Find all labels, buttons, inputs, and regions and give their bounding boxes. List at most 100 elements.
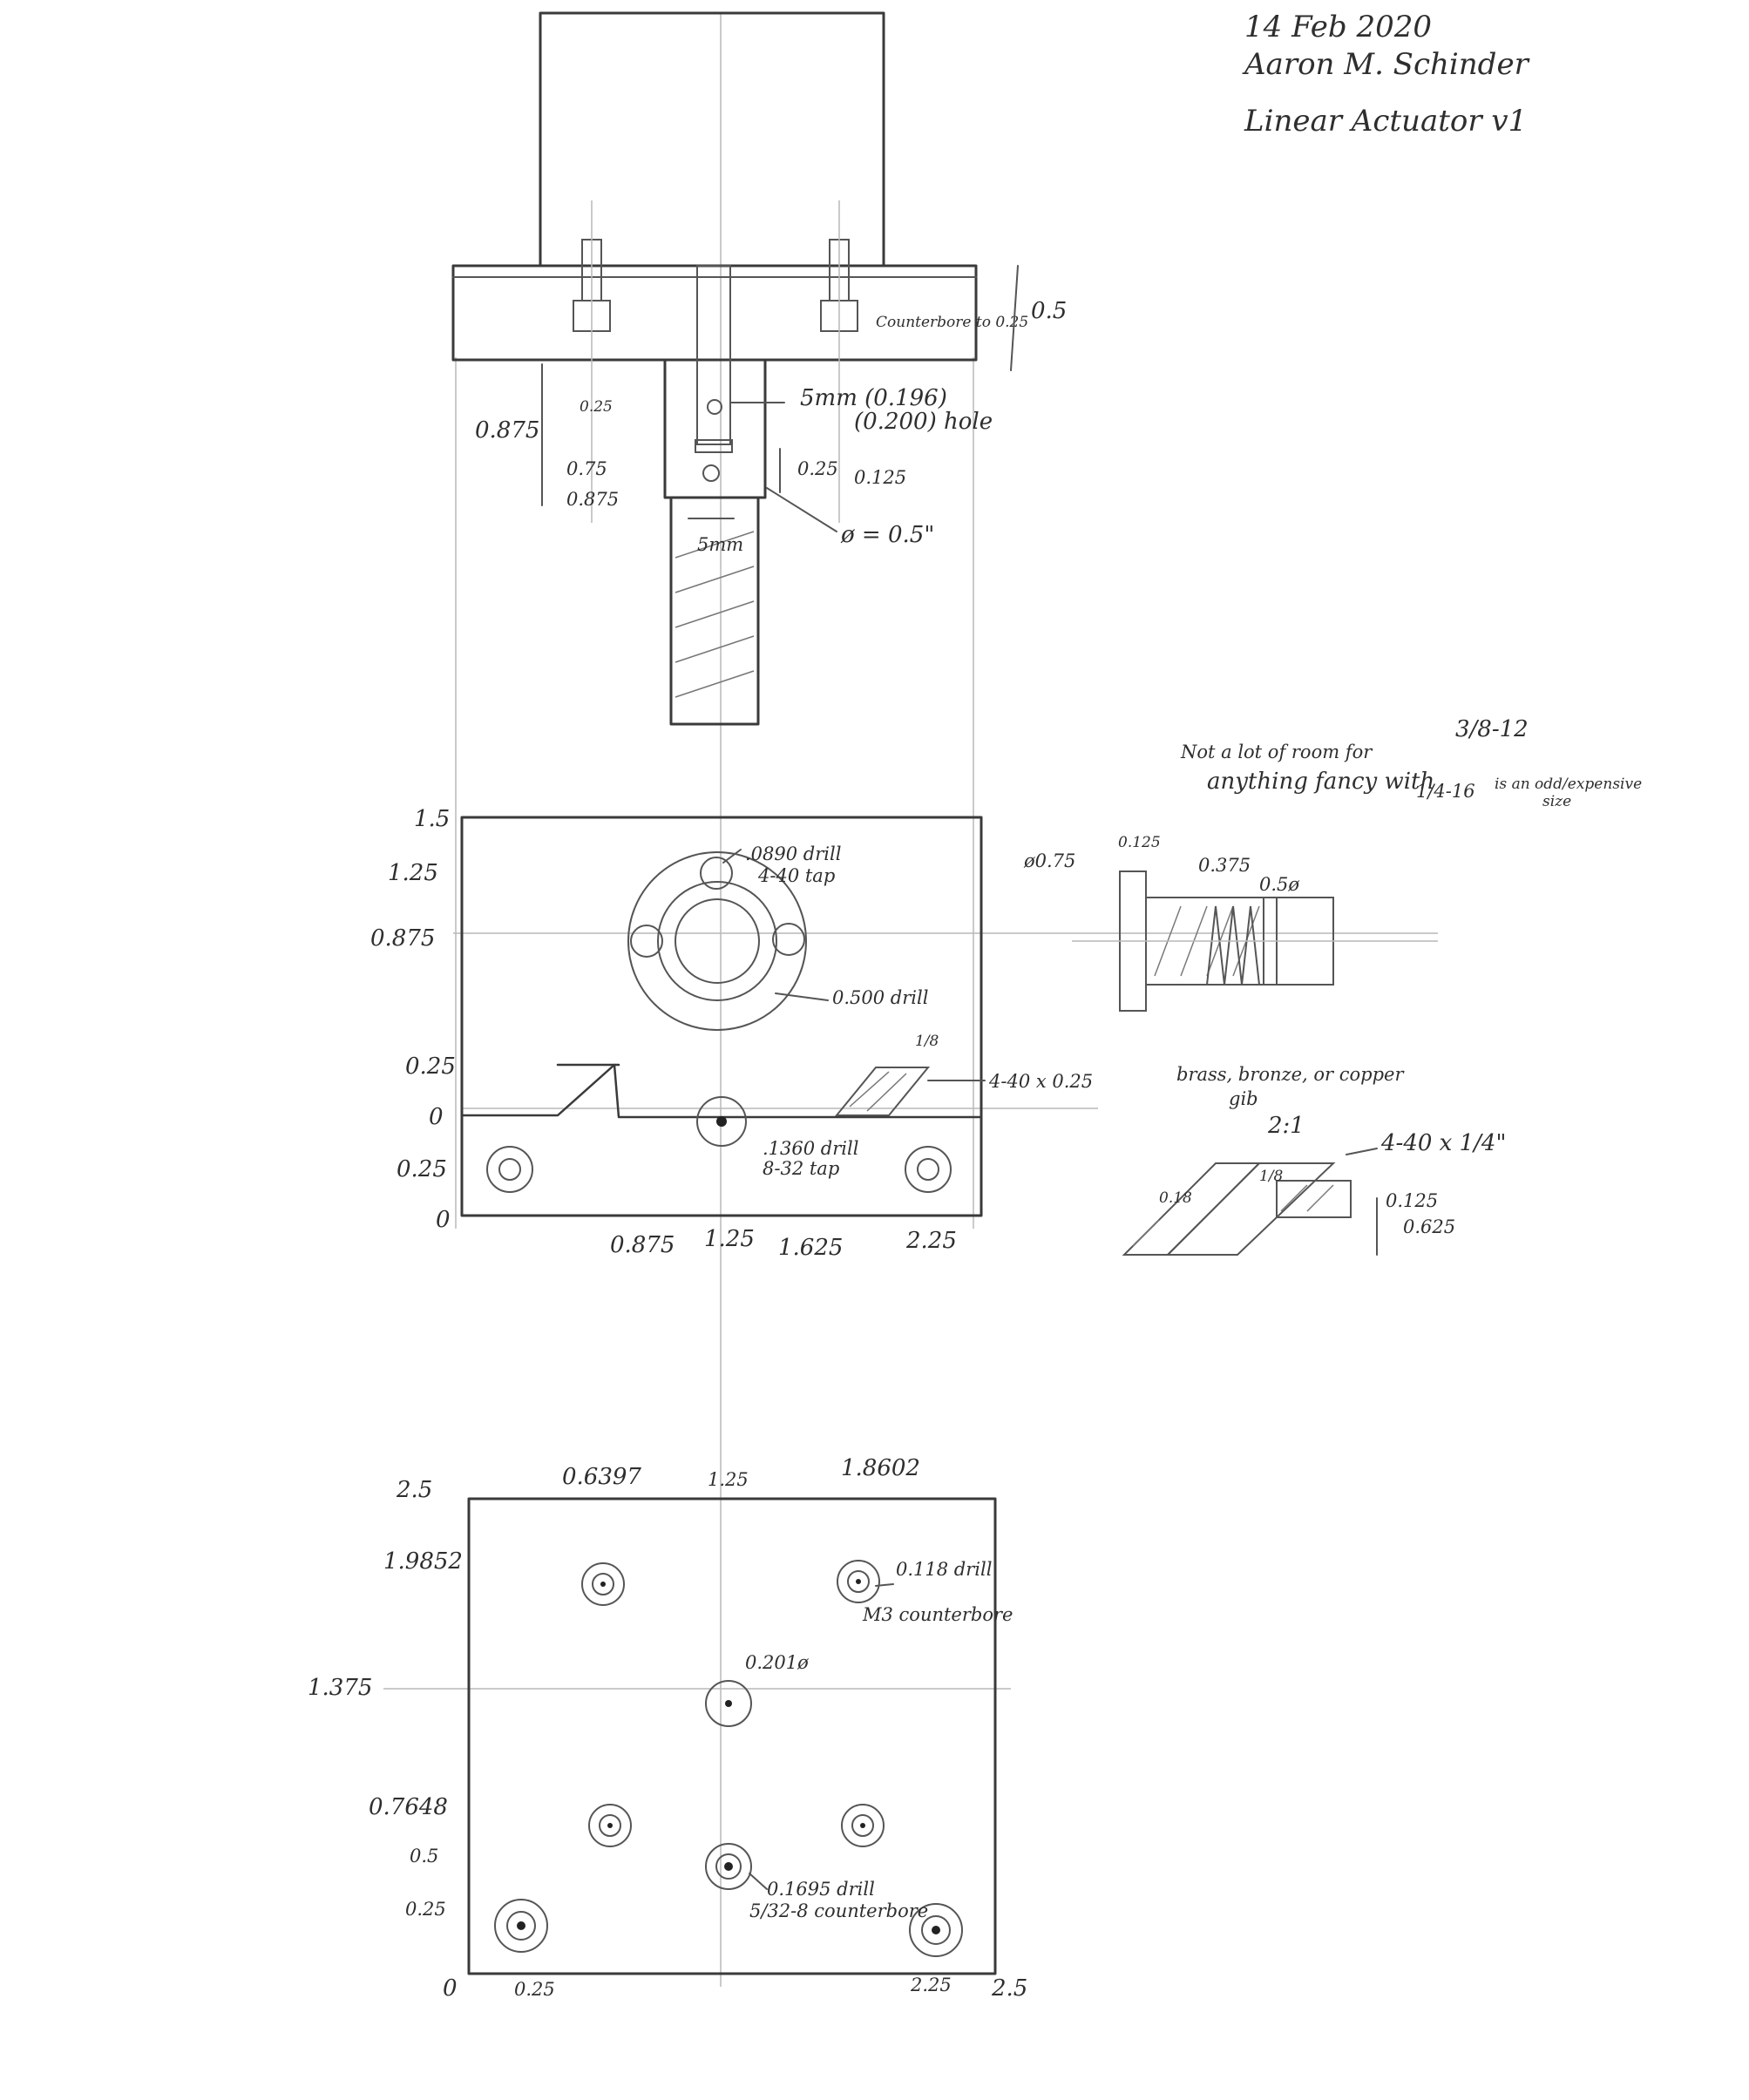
gib-dim-0625: 0.625 <box>1403 1216 1455 1237</box>
thread-1: 3/8-12 <box>1455 716 1529 742</box>
dim-0875-label: 0.875 <box>566 489 619 510</box>
nut-dia-label: ø0.75 <box>1023 850 1075 871</box>
tap-note-2: 4-40 tap <box>757 865 835 886</box>
title-block: 14 Feb 2020 Aaron M. Schinder Linear Act… <box>1242 10 1530 139</box>
lower-note-2: 5/32-8 counterbore <box>749 1900 928 1921</box>
by-0: 0 <box>443 1975 458 2002</box>
nut-note-1: Not a lot of room for <box>1180 742 1373 762</box>
plate-thickness-label: 0.5 <box>1031 298 1067 324</box>
by-0-25: 0.25 <box>405 1899 446 1920</box>
y-label-0-25b: 0.25 <box>397 1156 447 1182</box>
dim-025-label: 0.25 <box>580 398 613 416</box>
center-note-1: .1360 drill <box>763 1138 858 1159</box>
by-1-9852: 1.9852 <box>383 1548 463 1575</box>
gib-right <box>1165 1162 1336 1256</box>
by-0-7648: 0.7648 <box>369 1794 448 1820</box>
spring <box>1206 905 1260 986</box>
nut-dim-0125: 0.125 <box>1118 834 1161 851</box>
y-label-0b: 0 <box>436 1207 451 1233</box>
dim-025-right: 0.25 <box>797 458 838 479</box>
hole-note-2: (0.200) hole <box>854 409 993 435</box>
gib-screw-section <box>834 1067 931 1116</box>
hole-upper-right <box>837 1560 880 1603</box>
drill-note-2: M3 counterbore <box>862 1604 1013 1625</box>
gib-screw <box>1276 1180 1352 1218</box>
gib-left <box>1122 1162 1262 1256</box>
hole-mid-right <box>841 1804 885 1847</box>
hole-corner-left <box>494 1899 548 1953</box>
hole-center <box>705 1680 752 1727</box>
gib-screw-label: 4-40 x 1/4" <box>1380 1130 1506 1156</box>
gib-dim-018: 0.18 <box>1159 1189 1192 1207</box>
diameter-label: ø = 0.5" <box>840 522 934 548</box>
hole-corner-right <box>909 1903 963 1957</box>
side-view: Counterbore to 0.25 0.5 0.875 0.25 0.75 … <box>451 11 1067 726</box>
flange-hole-right <box>772 923 805 956</box>
corner-hole-right <box>905 1146 952 1193</box>
nut-detail: Not a lot of room for anything fancy wit… <box>1023 716 1642 1012</box>
flange-hole-left <box>630 925 663 958</box>
x-label-1-625: 1.625 <box>778 1235 843 1261</box>
hole-mid-left <box>588 1804 632 1847</box>
gib-material-note-2: gib <box>1229 1088 1258 1109</box>
corner-hole-left <box>486 1146 533 1193</box>
tap-note-1: .0890 drill <box>745 843 841 864</box>
nut-dim-0375: 0.375 <box>1198 855 1251 876</box>
hole-upper-left <box>581 1562 625 1606</box>
flange-outer <box>627 851 807 1031</box>
lead-screw <box>669 496 760 726</box>
y-label-1-25: 1.25 <box>388 860 438 886</box>
by-2-5: 2.5 <box>396 1477 432 1503</box>
gib-dim-18: 1/8 <box>1259 1168 1284 1185</box>
center-tap-hole <box>696 1096 747 1147</box>
author-text: Aaron M. Schinder <box>1242 47 1530 82</box>
y-label-0a: 0 <box>429 1104 444 1130</box>
flange-inner <box>657 881 777 1001</box>
bx-top-1-8602: 1.8602 <box>841 1455 920 1481</box>
bx-bot-2-5: 2.5 <box>991 1975 1027 2002</box>
coupler-length-label: 0.875 <box>475 417 539 444</box>
title-text: Linear Actuator v1 <box>1244 104 1527 139</box>
bottom-view: 0.6397 1.25 1.8602 2.5 1.9852 1.375 0.76… <box>308 1455 1027 2002</box>
flange-hole-top <box>700 857 733 890</box>
drill-note: 0.500 drill <box>832 987 928 1008</box>
hole-lower-center <box>705 1843 752 1890</box>
center-hole-note: 0.201ø <box>745 1652 809 1673</box>
shaft-width-label: 5mm <box>697 534 743 555</box>
by-0-5: 0.5 <box>410 1846 438 1866</box>
dim-0125-right: 0.125 <box>854 467 906 488</box>
base-plate <box>467 1497 997 1975</box>
thread-note: is an odd/expensive <box>1495 776 1642 793</box>
counterbore-note: Counterbore to 0.25 <box>876 314 1028 331</box>
gib-material-note: brass, bronze, or copper <box>1176 1064 1405 1085</box>
dim-075-label: 0.75 <box>566 458 607 479</box>
by-1-375: 1.375 <box>308 1675 372 1701</box>
date-text: 14 Feb 2020 <box>1244 10 1432 44</box>
middle-view: 1.5 1.25 0.875 0.25 0 0.25 0 0.875 1.25 … <box>370 806 1093 1261</box>
center-note-2: 8-32 tap <box>763 1158 839 1179</box>
hole-note-1: 5mm (0.196) <box>800 385 947 411</box>
gib-detail: brass, bronze, or copper gib 2:1 4-40 x … <box>1122 1064 1506 1256</box>
thread-2: 1/4-16 <box>1416 781 1475 802</box>
nut-note-2: anything fancy with <box>1207 769 1434 795</box>
dovetail-profile <box>460 1063 983 1119</box>
bx-bot-2-25: 2.25 <box>910 1975 952 1995</box>
bx-top-1-25: 1.25 <box>708 1469 749 1490</box>
x-label-0-875: 0.875 <box>610 1232 675 1258</box>
mount-plate <box>451 264 978 362</box>
y-label-1-5: 1.5 <box>414 806 450 832</box>
carriage-plate <box>460 816 983 1217</box>
y-label-0-875: 0.875 <box>370 925 435 952</box>
small-mark: 1/8 <box>915 1033 939 1050</box>
y-label-0-25a: 0.25 <box>405 1053 456 1080</box>
drill-note-1: 0.118 drill <box>896 1559 992 1580</box>
screw-note: 4-40 x 0.25 <box>988 1071 1093 1092</box>
coupler <box>663 358 767 499</box>
gib-ratio: 2:1 <box>1267 1113 1305 1139</box>
bx-bot-0-25: 0.25 <box>514 1979 555 2000</box>
lower-note-1: 0.1695 drill <box>767 1879 875 1900</box>
bx-top-0-6397: 0.6397 <box>562 1464 641 1490</box>
x-label-1-25: 1.25 <box>704 1226 755 1252</box>
nut-dim-05: 0.5ø <box>1259 874 1299 895</box>
